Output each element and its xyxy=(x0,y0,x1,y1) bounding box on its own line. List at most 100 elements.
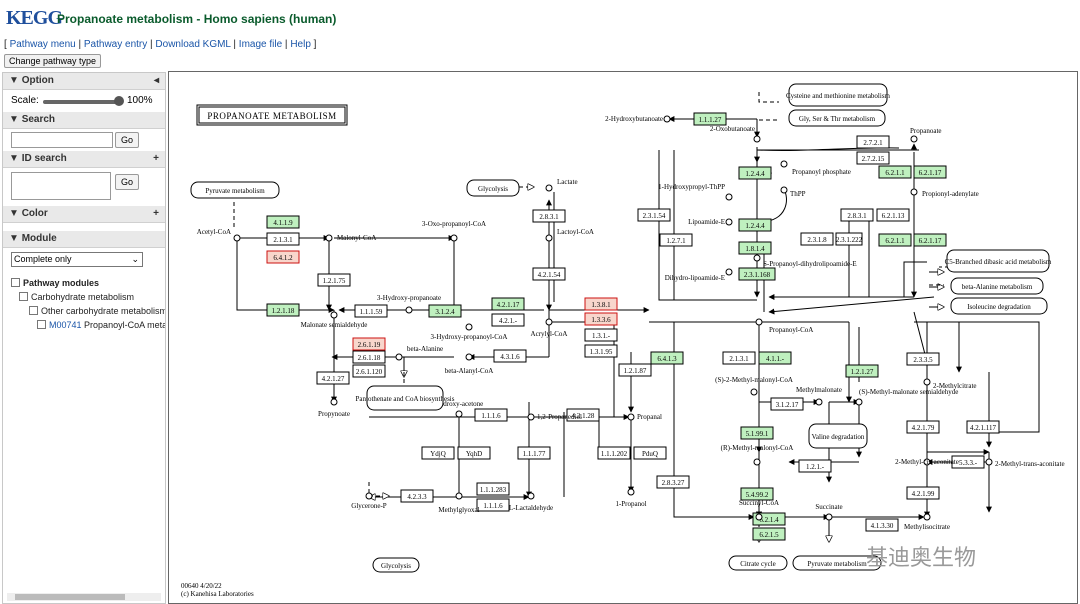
compound[interactable]: Dihydro-lipoamide-E xyxy=(665,268,733,282)
enzyme-box[interactable]: 2.6.1.19 xyxy=(352,337,386,351)
enzyme-box[interactable]: 5.4.99.2 xyxy=(740,487,774,501)
enzyme-box[interactable]: 2.8.3.27 xyxy=(656,475,690,489)
enzyme-box[interactable]: 1.8.1.4 xyxy=(738,241,772,255)
map-link[interactable]: C5-Branched dibasic acid metabolism xyxy=(945,249,1052,273)
enzyme-box[interactable]: 2.8.3.1 xyxy=(840,208,874,222)
compound[interactable]: (R)-Methyl-malonyl-CoA xyxy=(721,444,794,466)
compound[interactable]: 1-Propanol xyxy=(615,488,647,508)
checkbox[interactable] xyxy=(29,306,38,315)
plus-icon[interactable]: + xyxy=(153,208,159,219)
enzyme-box[interactable]: 2.3.3.5 xyxy=(906,352,940,366)
enzyme-box[interactable]: 2.6.1.18 xyxy=(352,350,386,364)
enzyme-box[interactable]: 5.1.99.1 xyxy=(740,426,774,440)
link-pathway-menu[interactable]: Pathway menu xyxy=(9,39,76,50)
enzyme-box[interactable]: 5.3.3.- xyxy=(951,455,985,469)
enzyme-box[interactable]: 4.1.1.- xyxy=(758,351,792,365)
enzyme-box[interactable]: 1.2.1.27 xyxy=(845,364,879,378)
enzyme-box[interactable]: 4.2.1.54 xyxy=(532,267,566,281)
compound[interactable]: 1-Hydroxypropyl-ThPP xyxy=(658,183,733,201)
link-pathway-entry[interactable]: Pathway entry xyxy=(83,39,148,50)
map-link[interactable]: Glycolysis xyxy=(466,179,520,197)
enzyme-box[interactable]: 1.3.1.95 xyxy=(584,344,618,358)
enzyme-box[interactable]: 1.1.1.59 xyxy=(354,304,388,318)
enzyme-box[interactable]: 4.3.1.6 xyxy=(493,349,527,363)
enzyme-box[interactable]: 1.2.1.87 xyxy=(618,363,652,377)
section-option[interactable]: ▼ Option◂ xyxy=(3,73,165,90)
enzyme-box[interactable]: 4.2.1.99 xyxy=(906,486,940,500)
enzyme-box[interactable]: YdjQ xyxy=(421,446,455,460)
compound[interactable]: 3-Hydroxy-propanoate xyxy=(377,294,441,314)
enzyme-box[interactable]: 4.2.3.3 xyxy=(400,489,434,503)
enzyme-box[interactable]: 1.2.1.75 xyxy=(317,273,351,287)
compound[interactable]: Acrylyl-CoA xyxy=(531,318,568,338)
enzyme-box[interactable]: 6.4.1.2 xyxy=(266,250,300,264)
enzyme-box[interactable]: 2.3.1.8 xyxy=(800,232,834,246)
compound[interactable]: (S)-Methyl-malonate semialdehyde xyxy=(855,388,958,406)
compound[interactable]: Propanal xyxy=(627,413,662,421)
compound[interactable]: 3-Hydroxy-propanoyl-CoA xyxy=(431,323,508,341)
section-module[interactable]: ▼ Module xyxy=(3,231,165,248)
tree-pathway-modules[interactable]: Pathway modules xyxy=(11,278,99,288)
compound[interactable]: (S)-2-Methyl-malonyl-CoA xyxy=(715,376,793,396)
enzyme-box[interactable]: 4.1.3.30 xyxy=(865,518,899,532)
compound[interactable]: 2-Methyl-cis-aconitate xyxy=(895,458,959,466)
map-link[interactable]: Pyruvate metabolism xyxy=(190,181,280,199)
map-link[interactable]: beta-Alanine metabolism xyxy=(950,277,1044,295)
compound[interactable]: Propanoyl-CoA xyxy=(755,318,813,334)
compound[interactable]: Acetyl-CoA xyxy=(197,228,241,242)
map-link[interactable]: Valine degradation xyxy=(808,423,868,449)
section-color[interactable]: ▼ Color+ xyxy=(3,206,165,223)
link-download-kgml[interactable]: Download KGML xyxy=(155,39,231,50)
scrollbar-thumb[interactable] xyxy=(15,594,125,600)
section-search[interactable]: ▼ Search xyxy=(3,112,165,129)
enzyme-box[interactable]: 1.2.4.4 xyxy=(738,166,772,180)
enzyme-box[interactable]: 1.1.1.27 xyxy=(693,112,727,126)
map-link[interactable]: Gly, Ser & Thr metabolism xyxy=(788,109,886,127)
map-link[interactable]: Cysteine and methionine metabolism xyxy=(786,83,891,107)
enzyme-box[interactable]: 4.2.1.79 xyxy=(906,420,940,434)
checkbox[interactable] xyxy=(19,292,28,301)
enzyme-box[interactable]: 3.1.2.4 xyxy=(428,304,462,318)
enzyme-box[interactable]: 1.3.8.1 xyxy=(584,297,618,311)
enzyme-box[interactable]: 2.1.3.1 xyxy=(722,351,756,365)
module-id-link[interactable]: M00741 xyxy=(49,320,82,330)
compound[interactable]: Lipoamide-E xyxy=(688,218,733,226)
enzyme-box[interactable]: 1.3.1.- xyxy=(584,328,618,342)
compound[interactable]: 2-Hydroxybutanoate xyxy=(605,115,671,123)
change-pathway-type-button[interactable]: Change pathway type xyxy=(4,54,102,68)
compound[interactable]: Succinyl-CoA xyxy=(739,499,779,521)
map-link[interactable]: Citrate cycle xyxy=(728,555,788,571)
enzyme-box[interactable]: 6.2.1.1 xyxy=(878,165,912,179)
map-link[interactable]: Isoleucine degradation xyxy=(950,297,1048,315)
enzyme-box[interactable]: 1.1.1.77 xyxy=(517,446,551,460)
map-link[interactable]: Pantothenate and CoA biosynthesis xyxy=(356,385,455,411)
enzyme-box[interactable]: 1.1.1.283 xyxy=(476,482,510,496)
enzyme-box[interactable]: 2.3.1.168 xyxy=(738,267,776,281)
enzyme-box[interactable]: 6.2.1.5 xyxy=(752,527,786,541)
compound[interactable]: L-Lactaldehyde xyxy=(509,492,553,512)
enzyme-box[interactable]: 1.2.7.1 xyxy=(659,233,693,247)
enzyme-box[interactable]: YqhD xyxy=(457,446,491,460)
compound[interactable]: beta-Alanyl-CoA xyxy=(445,353,494,375)
collapse-icon[interactable]: ◂ xyxy=(153,75,159,86)
compound[interactable]: 2-Oxobutanoate xyxy=(710,125,761,143)
compound[interactable]: Propionyl-adenylate xyxy=(910,188,979,198)
checkbox[interactable] xyxy=(11,278,20,287)
compound[interactable]: Malonate semialdehyde xyxy=(301,311,368,329)
tree-carbohydrate[interactable]: Carbohydrate metabolism xyxy=(19,292,134,302)
enzyme-box[interactable]: 6.2.1.13 xyxy=(876,208,910,222)
enzyme-box[interactable]: 2.1.3.1 xyxy=(266,232,300,246)
enzyme-box[interactable]: 6.2.1.17 xyxy=(913,165,947,179)
enzyme-box[interactable]: 1.1.1.202 xyxy=(597,446,631,460)
enzyme-box[interactable]: 1.2.4.4 xyxy=(738,218,772,232)
tree-module-m00741[interactable]: M00741 Propanoyl-CoA metabolism xyxy=(37,320,165,330)
scale-slider[interactable] xyxy=(43,100,119,104)
horizontal-scrollbar[interactable] xyxy=(7,593,161,601)
enzyme-box[interactable]: PduQ xyxy=(633,446,667,460)
checkbox[interactable] xyxy=(37,320,46,329)
module-select[interactable]: Complete only⌄ xyxy=(11,252,143,267)
enzyme-box[interactable]: 1.2.1.18 xyxy=(266,303,300,317)
enzyme-box[interactable]: 4.2.1.28 xyxy=(566,408,600,422)
compound[interactable]: Malonyl-CoA xyxy=(325,234,376,242)
kegg-logo[interactable]: KEGG xyxy=(6,7,63,29)
